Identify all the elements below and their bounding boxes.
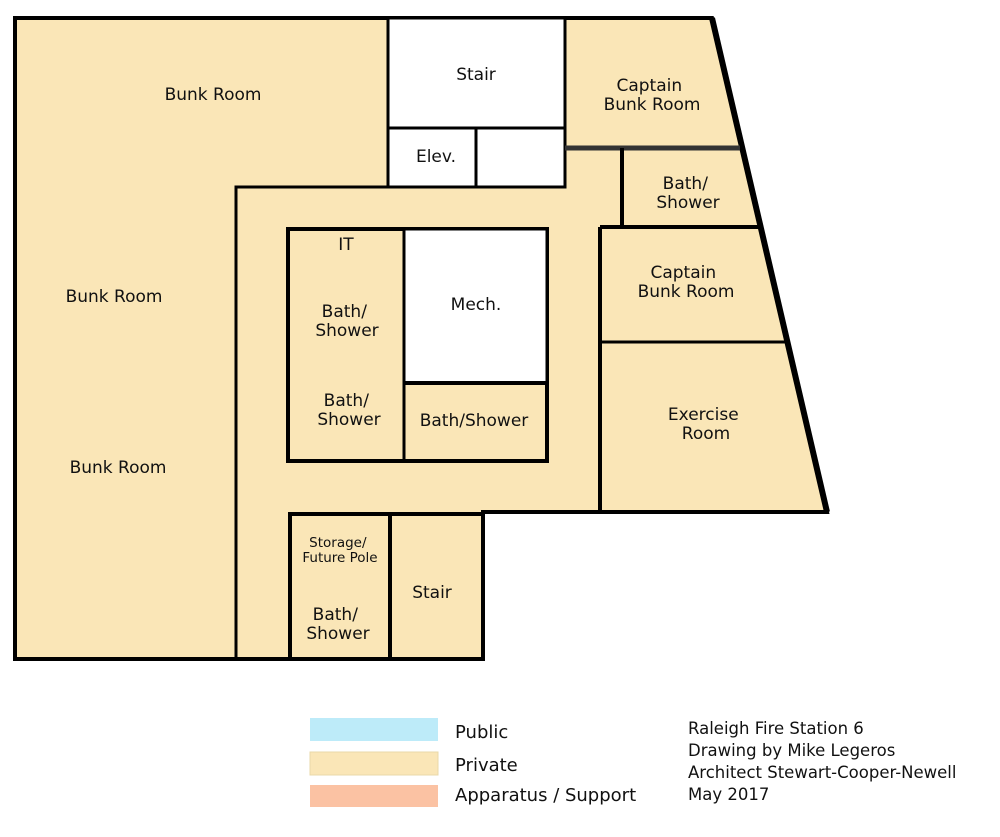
credit-line-2: Drawing by Mike Legeros	[688, 741, 895, 760]
room-elevator-shaft	[474, 126, 567, 189]
label-bath-shower-bottom: Bath/ Shower	[306, 605, 369, 644]
label-exercise-room: Exercise Room	[668, 405, 744, 444]
label-captain-bunk-room-2: Captain Bunk Room	[638, 263, 735, 302]
legend-label-apparatus: Apparatus / Support	[455, 785, 636, 806]
label-mech: Mech.	[451, 295, 502, 315]
bunk-room-wall	[234, 185, 388, 659]
room-stair-top	[386, 16, 567, 130]
label-captain-bunk-room-1: Captain Bunk Room	[604, 76, 701, 115]
credit-line-4: May 2017	[688, 785, 769, 804]
label-it: IT	[338, 235, 354, 255]
label-storage-future-pole: Storage/ Future Pole	[302, 535, 377, 566]
label-bath-shower-right: Bath/ Shower	[656, 174, 719, 213]
credit-line-3: Architect Stewart-Cooper-Newell	[688, 763, 956, 782]
legend-label-public: Public	[455, 722, 508, 743]
label-stair-top: Stair	[456, 65, 496, 85]
room-elevator	[386, 126, 478, 189]
credit-line-1: Raleigh Fire Station 6	[688, 719, 864, 738]
exterior-wall-diagonal	[709, 17, 830, 513]
label-bath-shower-core-3: Bath/Shower	[420, 411, 529, 431]
legend-label-private: Private	[455, 755, 518, 776]
legend-swatch-private	[309, 751, 439, 776]
label-stair-bottom: Stair	[412, 583, 452, 603]
label-bath-shower-core-1: Bath/ Shower	[315, 302, 378, 341]
legend-swatch-apparatus	[310, 785, 438, 807]
label-bunk-room-mid: Bunk Room	[66, 287, 163, 307]
label-bunk-room-low: Bunk Room	[70, 458, 167, 478]
label-elevator: Elev.	[416, 147, 456, 167]
legend-swatch-public	[310, 718, 438, 741]
label-bath-shower-core-2: Bath/ Shower	[317, 391, 380, 430]
bottom-block-wall	[288, 512, 483, 659]
room-mech	[402, 227, 549, 385]
label-bunk-room-top: Bunk Room	[165, 85, 262, 105]
